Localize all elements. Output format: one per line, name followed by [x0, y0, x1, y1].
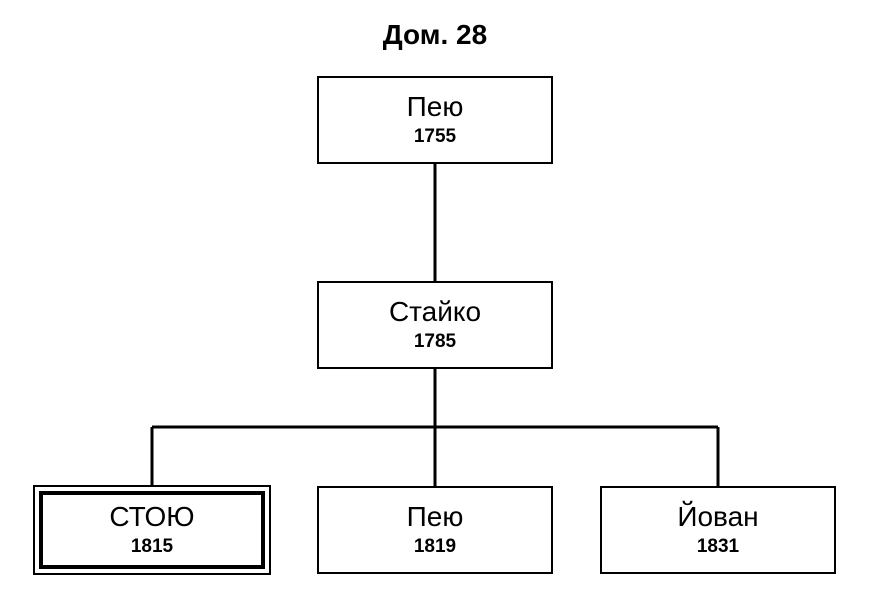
person-year: 1815: [130, 536, 174, 557]
person-name: Пею: [406, 91, 464, 122]
person-year: 1785: [413, 331, 457, 352]
person-name: Стайко: [388, 296, 482, 327]
person-node-peyu-1819: Пею 1819: [317, 486, 553, 574]
diagram-title: Дом. 28: [382, 19, 488, 50]
person-year: 1819: [413, 536, 457, 557]
person-node-yovan-1831: Йован 1831: [600, 486, 836, 574]
person-node-stayko-1785: Стайко 1785: [317, 281, 553, 369]
person-year: 1755: [413, 126, 457, 147]
person-node-stoyu-1815: СТОЮ 1815: [33, 485, 271, 575]
person-node-peyu-1755: Пею 1755: [317, 76, 553, 164]
person-name: Пею: [406, 501, 464, 532]
person-name: СТОЮ: [109, 501, 195, 532]
person-name: Йован: [677, 501, 759, 532]
person-year: 1831: [696, 536, 740, 557]
